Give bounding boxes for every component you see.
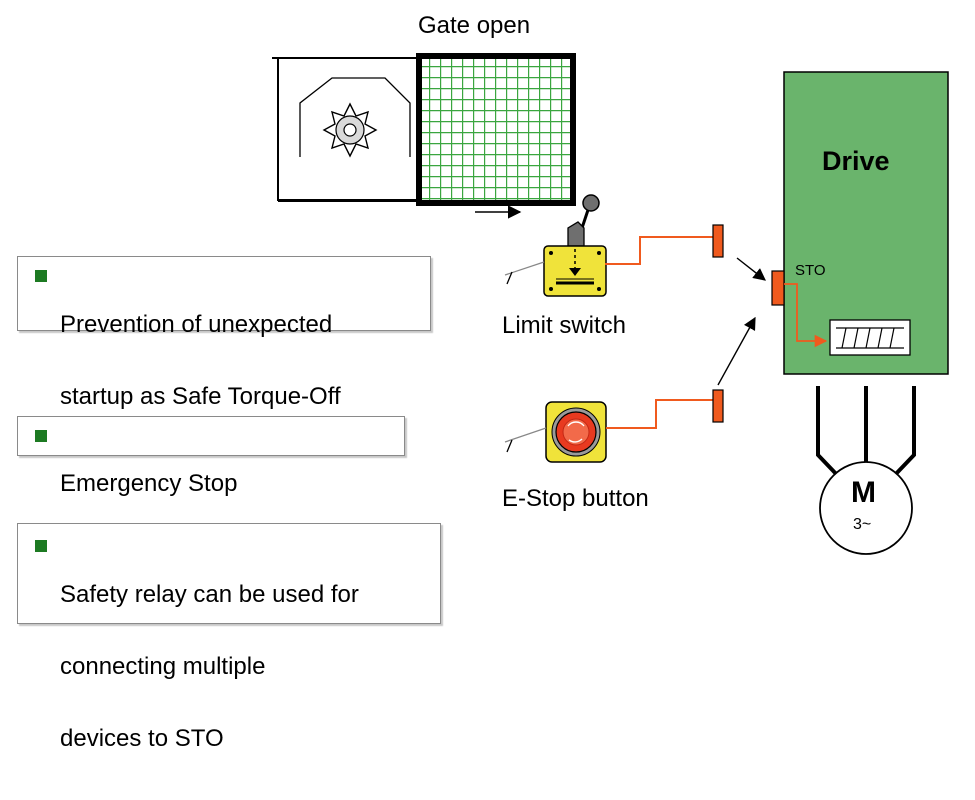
bullet-text-safety-relay: Safety relay can be used for connecting … [60, 535, 359, 799]
bullet-line: Emergency Stop [60, 470, 238, 497]
bullet-line: Safety relay can be used for [60, 581, 359, 608]
drive-unit [771, 71, 949, 375]
terminal-block-lower [712, 389, 724, 423]
bullet-line: Prevention of unexpected [60, 311, 333, 338]
signal-arrow-lower [717, 316, 756, 386]
bullet-marker [35, 270, 47, 282]
gate-open-label: Gate open [418, 12, 531, 39]
motor-leads [816, 386, 916, 480]
saw-blade-icon [322, 102, 378, 158]
bullet-box-emergency-stop: Emergency Stop [17, 416, 405, 496]
output-stage [829, 319, 911, 356]
estop-button-icon [545, 401, 607, 463]
terminal-block-upper [712, 224, 724, 258]
bullet-text-startup-prevention: Prevention of unexpected startup as Safe… [60, 265, 341, 457]
estop-button-label: E-Stop button [502, 485, 649, 512]
drive-title: Drive [822, 146, 890, 176]
bullet-line: startup as Safe Torque-Off [60, 383, 341, 410]
sto-label: STO [795, 262, 826, 279]
bullet-line: devices to STO [60, 725, 224, 752]
safety-diagram [272, 53, 949, 555]
safety-gate [272, 53, 576, 206]
estop-cable [504, 427, 547, 443]
limit-switch-label: Limit switch [502, 312, 627, 339]
bullet-marker [35, 540, 47, 552]
sto-terminal [771, 270, 785, 306]
signal-arrow-upper [736, 257, 766, 281]
motor-letter: M [851, 476, 876, 509]
estop-wire [606, 399, 713, 429]
bullet-box-safety-relay: Safety relay can be used for connecting … [17, 523, 441, 751]
bullet-line: connecting multiple [60, 653, 266, 680]
limit-switch-wire [605, 236, 713, 265]
bullet-box-startup-prevention: Prevention of unexpected startup as Safe… [17, 256, 431, 409]
bullet-marker [35, 430, 47, 442]
motor-phase: 3~ [853, 516, 872, 533]
limit-switch-cable [504, 261, 545, 276]
limit-switch-icon [543, 194, 607, 297]
bullet-text-emergency-stop: Emergency Stop [60, 424, 237, 544]
motor-icon [819, 461, 913, 555]
